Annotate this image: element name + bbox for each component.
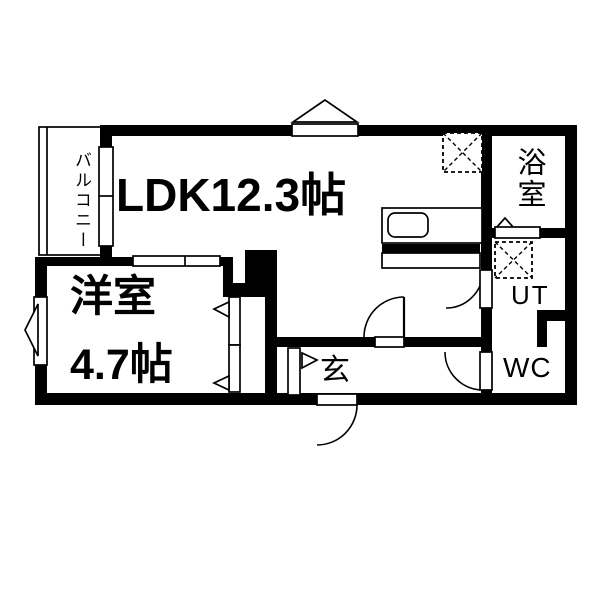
western-room-label: 洋室 4.7帖 [70,276,173,387]
pillar-left [223,257,233,290]
right-wall [565,125,577,405]
refrigerator-space-icon [442,132,483,173]
bath-door [494,226,541,239]
bottom-wall [35,393,577,405]
ldk-room-label: LDK12.3帖 [116,169,347,221]
kitchen-counter-band [382,244,480,253]
wc-door-arc [444,351,484,391]
kitchen-sink-icon [387,212,429,238]
closet-chevron-lower-icon [211,374,230,392]
hall-door-arc [363,296,405,338]
doors [316,216,541,446]
washer-space-icon [494,241,533,279]
shoe-cabinet [287,347,319,396]
entrance-door [316,393,358,406]
closet [211,296,241,393]
service-wall-middle [481,308,492,352]
kitchen-lower-counter [381,252,481,269]
bathroom-label: 浴室 [513,147,545,211]
entrance-door-arc [316,404,358,446]
closet-door-lower [228,344,241,393]
ut-step-wall-v [537,310,547,347]
western-room-size: 4.7帖 [70,341,173,389]
closet-chevron-upper-icon [212,300,230,319]
closet-door-upper [228,296,241,346]
toilet-label: WC [503,352,552,383]
hall-doorway [374,336,405,348]
service-wall-upper [481,125,492,270]
service-wall-lower [481,390,492,405]
west-room-top-wall-a [35,257,133,266]
western-room-name: 洋室 [70,273,156,321]
west-room-sliding-window [132,255,221,267]
pillar-connector [223,283,277,297]
shoe-cabinet-chevron-icon [301,351,319,370]
top-window-open-triangle-icon [290,98,360,123]
balcony-label: バルコニー [72,151,91,251]
utility-label: UT [511,280,550,310]
west-window-open-triangle-icon [24,303,39,357]
hall-top-wall [265,337,481,347]
ut-door [479,269,493,309]
shoe-cabinet-door [287,347,301,396]
kitchen [381,207,483,269]
windows [24,98,360,366]
wc-door [479,351,493,391]
top-window [291,123,359,137]
entrance-label: 玄 [320,354,350,387]
ut-door-arc [445,270,484,309]
ut-step-wall-h [537,310,577,321]
